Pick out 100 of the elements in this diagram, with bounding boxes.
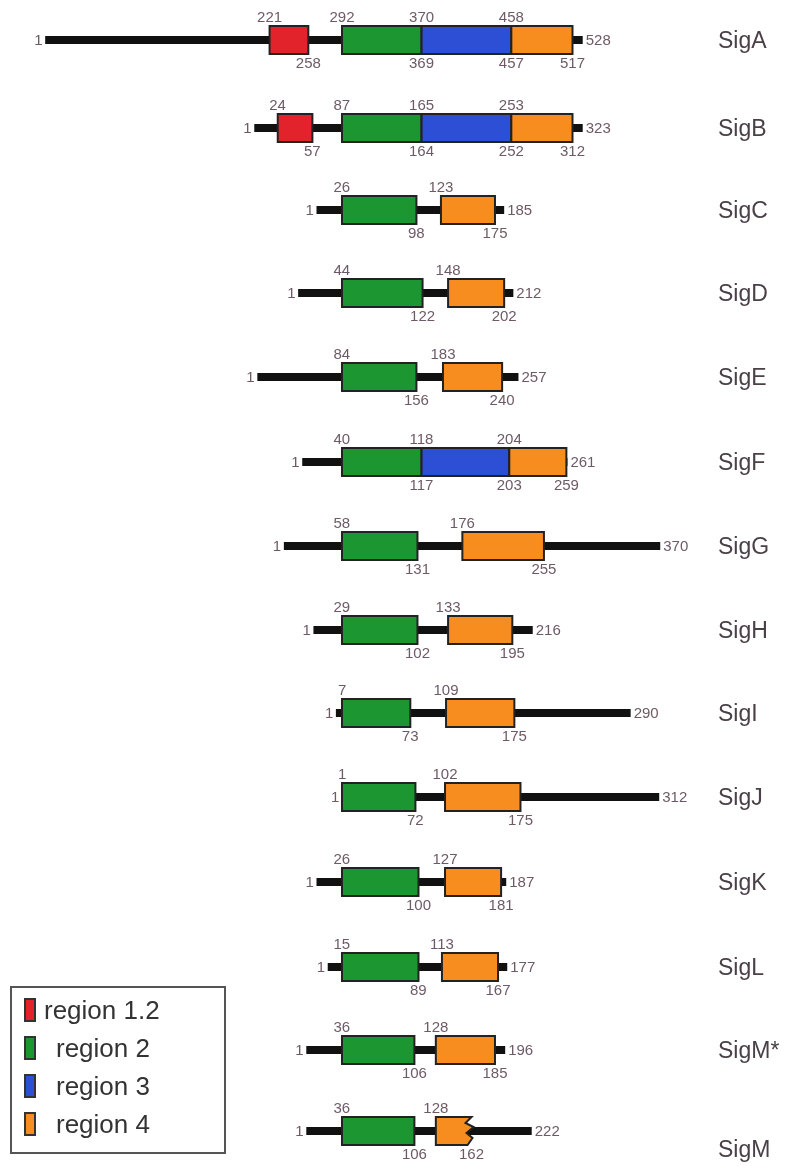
residue-number: 128 (423, 1019, 449, 1035)
residue-number: 148 (435, 262, 461, 278)
residue-number: 1 (305, 874, 314, 890)
residue-number: 176 (449, 515, 475, 531)
residue-number: 240 (489, 392, 515, 408)
residue-number: 312 (662, 789, 688, 805)
protein-name: SigE (718, 364, 767, 390)
legend-label: region 2 (56, 1034, 150, 1062)
residue-number: 165 (409, 97, 435, 113)
residue-number: 131 (404, 561, 430, 577)
residue-number: 290 (633, 705, 659, 721)
residue-number: 123 (428, 179, 454, 195)
protein-name: SigI (718, 700, 758, 726)
residue-number: 259 (553, 477, 579, 493)
protein-name: SigC (718, 197, 768, 223)
residue-number: 175 (507, 812, 533, 828)
residue-number: 24 (269, 97, 286, 113)
residue-number: 1 (324, 705, 334, 721)
residue-number: 183 (430, 346, 456, 362)
residue-number: 1 (243, 120, 252, 136)
residue-number: 257 (521, 369, 547, 385)
protein-name: SigJ (718, 784, 763, 810)
residue-number: 181 (488, 897, 514, 913)
residue-number: 106 (401, 1065, 427, 1081)
residue-number: 1 (305, 202, 314, 218)
residue-number: 128 (423, 1100, 449, 1116)
residue-number: 175 (482, 225, 508, 241)
residue-number: 195 (499, 645, 525, 661)
residue-number: 106 (401, 1146, 427, 1162)
residue-number: 109 (433, 682, 459, 698)
residue-number: 292 (329, 9, 355, 25)
residue-number: 1 (316, 959, 326, 975)
residue-number: 1 (291, 454, 300, 470)
protein-name: SigM (718, 1136, 771, 1162)
residue-number: 258 (295, 55, 321, 71)
residue-number: 222 (534, 1123, 560, 1139)
residue-number: 457 (498, 55, 524, 71)
residue-number: 73 (401, 728, 419, 744)
protein-name: SigB (718, 115, 767, 141)
residue-number: 1 (295, 1042, 304, 1058)
residue-number: 185 (482, 1065, 508, 1081)
legend-label: region 3 (56, 1072, 150, 1100)
residue-number: 7 (338, 682, 347, 698)
residue-number: 100 (405, 897, 431, 913)
residue-number: 202 (491, 308, 517, 324)
residue-number: 177 (510, 959, 536, 975)
residue-number: 26 (333, 179, 351, 195)
residue-number: 36 (333, 1100, 351, 1116)
residue-number: 1 (272, 538, 282, 554)
residue-number: 1 (295, 1123, 304, 1139)
legend-label: region 4 (56, 1110, 150, 1138)
residue-number: 36 (333, 1019, 351, 1035)
residue-number: 29 (333, 599, 351, 615)
protein-name: SigL (718, 954, 765, 980)
residue-number: 369 (409, 55, 435, 71)
residue-number: 1 (302, 622, 311, 638)
protein-name: SigM* (718, 1037, 780, 1063)
residue-number: 185 (507, 202, 533, 218)
residue-number: 118 (409, 431, 434, 447)
residue-number: 253 (498, 97, 524, 113)
legend-label: region 1.2 (44, 996, 160, 1024)
residue-number: 57 (303, 143, 321, 159)
residue-number: 40 (333, 431, 351, 447)
residue-number: 44 (333, 262, 351, 278)
residue-number: 98 (407, 225, 425, 241)
residue-number: 26 (333, 851, 351, 867)
protein-name: SigK (718, 869, 767, 895)
residue-number: 323 (585, 120, 611, 136)
residue-number: 458 (498, 9, 524, 25)
residue-number: 127 (432, 851, 458, 867)
residue-number: 312 (560, 143, 586, 159)
residue-number: 196 (508, 1042, 534, 1058)
residue-number: 72 (406, 812, 424, 828)
residue-number: 117 (409, 477, 434, 493)
residue-number: 102 (404, 645, 430, 661)
residue-number: 84 (333, 346, 351, 362)
residue-number: 370 (409, 9, 435, 25)
residue-number: 370 (663, 538, 689, 554)
residue-number: 1 (246, 369, 255, 385)
protein-name: SigD (718, 280, 768, 306)
residue-number: 102 (432, 766, 458, 782)
protein-name: SigG (718, 533, 770, 559)
residue-number: 221 (257, 9, 283, 25)
residue-number: 167 (485, 982, 511, 998)
residue-number: 89 (409, 982, 427, 998)
residue-number: 1 (331, 789, 340, 805)
residue-number: 517 (560, 55, 586, 71)
residue-number: 187 (509, 874, 535, 890)
protein-name: SigH (718, 617, 768, 643)
residue-number: 15 (333, 936, 351, 952)
residue-number: 87 (333, 97, 351, 113)
residue-number: 252 (498, 143, 524, 159)
protein-name: SigA (718, 27, 767, 53)
residue-number: 133 (435, 599, 461, 615)
residue-number: 175 (501, 728, 527, 744)
residue-number: 162 (459, 1146, 485, 1162)
residue-number: 203 (496, 477, 522, 493)
protein-name: SigF (718, 449, 766, 475)
residue-number: 212 (516, 285, 542, 301)
residue-number: 113 (429, 936, 454, 952)
